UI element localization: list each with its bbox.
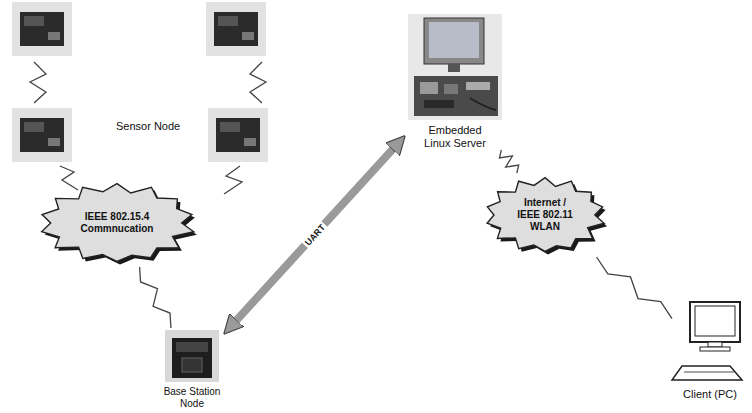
wireless-bolt: [250, 62, 266, 103]
sensor-chip: [242, 32, 254, 40]
wireless-bolt: [224, 166, 242, 194]
network-label: IEEE 802.15.4 Commnucation: [77, 211, 157, 235]
monitor-base: [700, 347, 730, 351]
sensor-chip: [220, 122, 240, 132]
wireless-link: [140, 267, 171, 328]
device-node: Client (PC): [672, 298, 748, 401]
keyboard: [672, 366, 742, 380]
wireless-link: [597, 257, 672, 319]
base-device-top: [176, 342, 208, 352]
sensor-photo: [206, 2, 266, 56]
keyboard-keys: [684, 372, 734, 373]
embedded-board: [414, 76, 498, 116]
sensor-chip: [244, 138, 256, 146]
link-label: UART: [301, 221, 328, 249]
sensor-chip: [24, 122, 44, 132]
network-burst: Internet / IEEE 802.11 WLAN: [480, 173, 610, 257]
sensor-chip: [24, 16, 44, 26]
sensor-board: [214, 12, 258, 46]
sensor-board: [20, 12, 64, 46]
network-burst: IEEE 802.15.4 Commnucation: [34, 179, 200, 267]
photo-ground: [12, 2, 72, 56]
server-photo: [408, 14, 502, 120]
monitor-screen: [429, 22, 479, 58]
device-label: Client (PC): [683, 388, 737, 401]
wireless-bolt: [30, 62, 46, 103]
monitor-screen: [695, 306, 735, 336]
burst-fill: [42, 184, 194, 262]
sensor-chip: [48, 138, 60, 146]
device-label: Embedded Linux Server: [419, 124, 491, 150]
burst-fill: [487, 178, 604, 252]
sensor-board: [216, 118, 260, 152]
monitor: [690, 302, 740, 342]
base-device: [172, 338, 212, 378]
sensor-chip: [48, 32, 60, 40]
monitor-stand: [708, 342, 722, 347]
base-station-photo: [165, 330, 219, 382]
sensor-chip: [218, 16, 238, 26]
photo-ground: [12, 108, 72, 162]
device-node: Embedded Linux Server: [405, 12, 505, 150]
photo-ground: [208, 108, 268, 162]
photo-ground: [408, 14, 502, 120]
sensor-photo: [12, 108, 72, 162]
network-label: Internet / IEEE 802.11 WLAN: [514, 197, 576, 233]
photo-ground: [165, 330, 219, 382]
board-chip: [420, 82, 438, 94]
sensor-photo: [12, 2, 72, 56]
serial-link: [233, 145, 396, 324]
pc-icon: [672, 302, 742, 380]
device-node: Base Station Node: [160, 328, 224, 410]
sensor-board: [20, 118, 64, 152]
wireless-link: [499, 150, 518, 173]
wireless-bolt: [60, 166, 78, 190]
photo-ground: [206, 2, 266, 56]
board-connector: [424, 100, 454, 108]
monitor-stand: [448, 64, 460, 72]
cable: [470, 98, 496, 110]
board-connector: [466, 82, 490, 90]
sensor-photo: [208, 108, 268, 162]
group-label: Sensor Node: [116, 120, 180, 133]
device-label: Base Station Node: [160, 386, 224, 410]
monitor: [424, 18, 484, 64]
base-device-port: [182, 358, 202, 372]
board-chip: [444, 84, 458, 94]
